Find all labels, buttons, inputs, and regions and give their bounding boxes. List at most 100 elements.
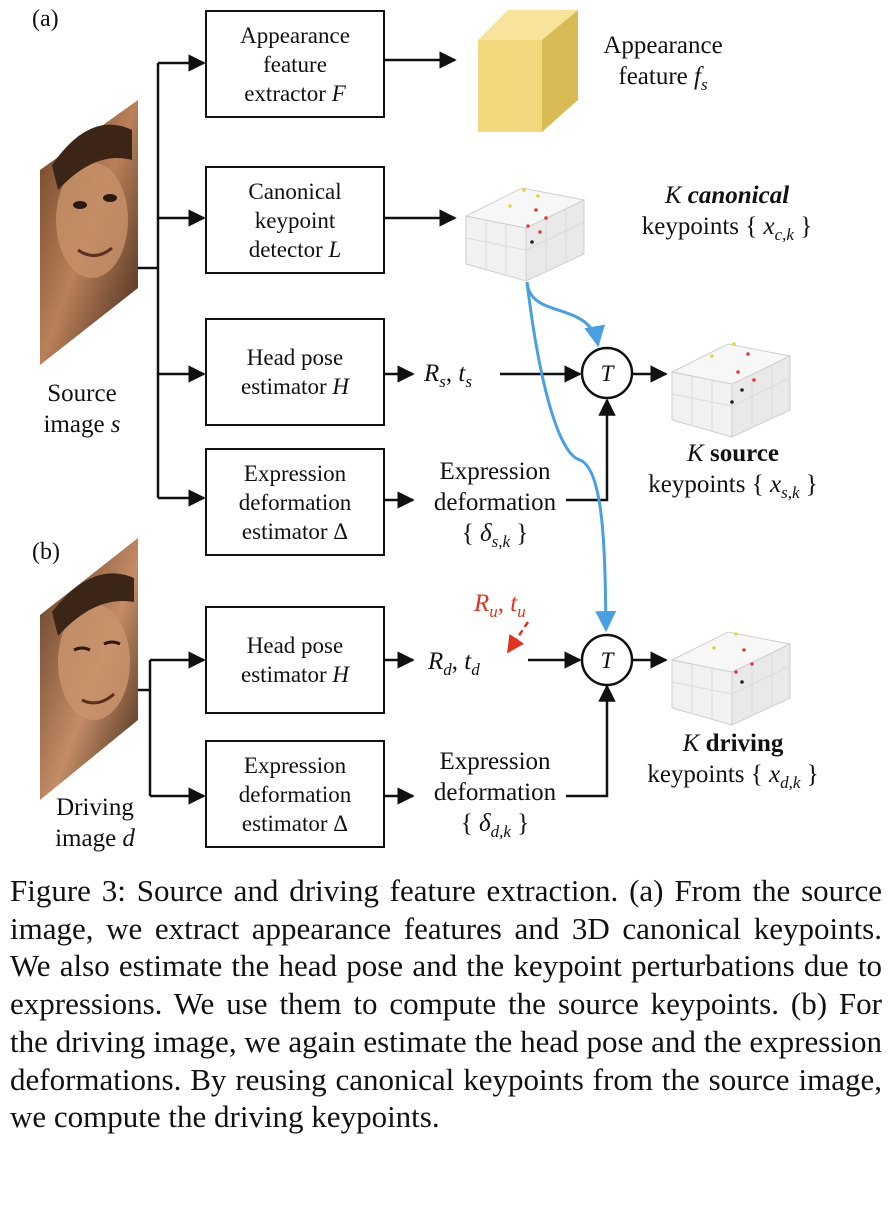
- source-connectors: [138, 54, 206, 507]
- box-var: Δ: [333, 810, 349, 836]
- source-face-image: [40, 100, 138, 365]
- t-sub: d: [471, 660, 480, 679]
- appearance-feature-cube: [478, 10, 578, 132]
- appearance-label-word: feature: [618, 63, 688, 90]
- box-line: deformation: [238, 489, 352, 515]
- expr-line1: Expression: [439, 748, 551, 775]
- driving-keypoints-plot: [670, 631, 792, 726]
- r-var: R: [474, 590, 490, 617]
- driving-label-word: image: [55, 825, 117, 852]
- pose-user-label: Ru, tu: [474, 588, 526, 627]
- source-keypoints-plot: [670, 342, 792, 438]
- output-arrows: [384, 51, 457, 805]
- pose-driving-label: Rd, td: [428, 646, 480, 685]
- appearance-label-line1: Appearance: [603, 32, 723, 59]
- box-var: F: [331, 80, 346, 106]
- source-label-line1: Source: [47, 380, 117, 407]
- x-var: x: [769, 761, 781, 788]
- box-line: estimator: [241, 662, 327, 687]
- transform-label: T: [601, 648, 616, 673]
- box-line: estimator: [241, 518, 328, 544]
- canonical-keypoint-detector-box: Canonical keypoint detector L: [205, 166, 385, 274]
- source-label-word: image: [43, 411, 105, 438]
- transform-driving-inputs: [528, 651, 668, 798]
- k-var: K: [687, 440, 704, 467]
- expr-line2: deformation: [433, 779, 557, 806]
- box-line: keypoint: [254, 207, 336, 233]
- box-line: feature: [263, 51, 327, 77]
- delta-sub: d,k: [490, 822, 511, 841]
- comma: ,: [445, 360, 453, 387]
- open-brace: {: [460, 810, 473, 837]
- k-var: K: [664, 182, 682, 209]
- box-line: Expression: [243, 460, 347, 486]
- box-line: detector: [248, 236, 323, 262]
- r-sub: u: [489, 602, 498, 621]
- open-brace: {: [461, 520, 474, 547]
- x-sub: s,k: [781, 483, 800, 502]
- t-var: t: [458, 360, 466, 387]
- expression-source-label: Expression deformation { δs,k }: [420, 456, 570, 557]
- x-sub: d,k: [780, 773, 801, 792]
- close-brace: }: [516, 520, 529, 547]
- source-image-label: Source image s: [30, 378, 134, 440]
- x-var: x: [763, 213, 775, 240]
- panel-label-b: (b): [32, 539, 60, 565]
- box-line: Head pose: [246, 345, 344, 370]
- r-sub: d: [443, 660, 452, 679]
- t-var: t: [510, 590, 518, 617]
- transform-source-inputs: [500, 365, 668, 502]
- appearance-feature-label: Appearance feature fs: [588, 30, 738, 100]
- box-line: Appearance: [240, 22, 350, 48]
- close-brace: }: [800, 213, 813, 240]
- comma: ,: [497, 590, 505, 617]
- driving-image-label: Driving image d: [40, 792, 150, 854]
- keypoints-word: keypoints {: [641, 213, 758, 240]
- canonical-word: canonical: [687, 182, 790, 209]
- x-sub: c,k: [774, 225, 794, 244]
- driving-keypoints-label: K driving keypoints { xd,k }: [618, 728, 848, 798]
- pose-source-label: Rs, ts: [424, 358, 472, 397]
- r-var: R: [428, 648, 444, 675]
- driving-word: driving: [705, 730, 784, 757]
- t-sub: s: [465, 372, 472, 391]
- t-sub: u: [517, 602, 526, 621]
- box-line: estimator: [241, 810, 328, 836]
- t-var: t: [464, 648, 472, 675]
- delta-var: δ: [479, 810, 491, 837]
- box-line: Expression: [243, 752, 347, 778]
- box-var: H: [332, 374, 349, 399]
- box-var: H: [332, 662, 349, 687]
- appearance-extractor-box: Appearance feature extractor F: [205, 10, 385, 118]
- transform-node-driving: T: [580, 633, 634, 687]
- transform-node-source: T: [580, 346, 634, 400]
- close-brace: }: [806, 761, 819, 788]
- expr-line1: Expression: [439, 458, 551, 485]
- canonical-keypoints-plot: [464, 187, 586, 282]
- driving-connectors: [138, 651, 206, 805]
- figure-caption: Figure 3: Source and driving feature ext…: [10, 873, 882, 1135]
- head-pose-estimator-source-box: Head pose estimator H: [205, 318, 385, 426]
- r-sub: s: [439, 372, 446, 391]
- keypoints-word: keypoints {: [647, 761, 763, 788]
- canonical-reuse-arrows: [525, 281, 617, 633]
- source-keypoints-label: K source keypoints { xs,k }: [618, 438, 848, 508]
- driving-label-var: d: [122, 825, 135, 852]
- panel-label-a: (a): [32, 6, 59, 32]
- source-word: source: [709, 440, 779, 467]
- box-var: Δ: [333, 518, 349, 544]
- random-pose-arrow: [506, 621, 530, 654]
- driving-face-image: [40, 538, 138, 800]
- expr-line2: deformation: [433, 489, 557, 516]
- close-brace: }: [517, 810, 530, 837]
- expression-estimator-source-box: Expression deformation estimator Δ: [205, 448, 385, 556]
- diagram-canvas: T T: [40, 10, 792, 805]
- source-label-var: s: [110, 411, 121, 438]
- appearance-label-sub: s: [700, 75, 708, 94]
- expression-estimator-driving-box: Expression deformation estimator Δ: [205, 740, 385, 848]
- delta-var: δ: [479, 520, 492, 547]
- delta-sub: s,k: [491, 532, 511, 551]
- box-line: Canonical: [248, 178, 342, 204]
- head-pose-estimator-driving-box: Head pose estimator H: [205, 606, 385, 714]
- box-line: estimator: [241, 374, 327, 399]
